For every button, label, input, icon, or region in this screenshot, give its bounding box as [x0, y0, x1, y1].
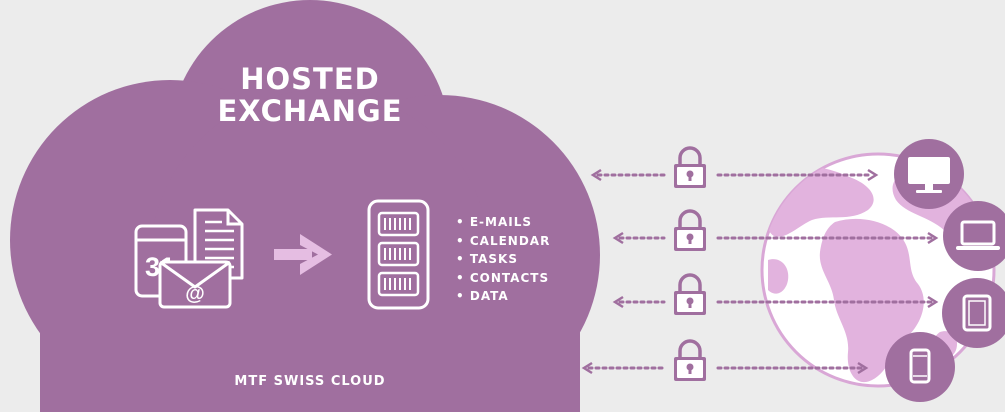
feature-item: TASKS	[456, 250, 550, 269]
cloud-footer-label: MTF SWISS CLOUD	[234, 374, 386, 389]
lock-icon	[674, 209, 706, 251]
connection-row-4	[581, 339, 869, 381]
connection-row-3	[612, 273, 939, 315]
title-line-1: HOSTED	[240, 62, 380, 96]
lock-icon	[674, 146, 706, 188]
laptop-icon	[943, 201, 1005, 271]
email-icon: @	[158, 260, 232, 309]
server-icon	[367, 199, 430, 310]
smartphone-icon	[885, 332, 955, 402]
feature-item: CALENDAR	[456, 232, 550, 251]
feature-item: DATA	[456, 287, 550, 306]
email-at-symbol: @	[185, 283, 205, 305]
globe-icon	[760, 152, 996, 388]
tablet-icon	[942, 278, 1005, 348]
monitor-icon	[894, 139, 964, 209]
connection-row-2	[612, 209, 939, 251]
lock-icon	[674, 339, 706, 381]
arrow-right-icon	[274, 234, 332, 275]
feature-list: E-MAILS CALENDAR TASKS CONTACTS DATA	[456, 213, 550, 306]
lock-icon	[674, 273, 706, 315]
feature-item: CONTACTS	[456, 269, 550, 288]
title-line-2: EXCHANGE	[217, 94, 403, 128]
feature-item: E-MAILS	[456, 213, 550, 232]
connection-row-1	[590, 146, 879, 188]
